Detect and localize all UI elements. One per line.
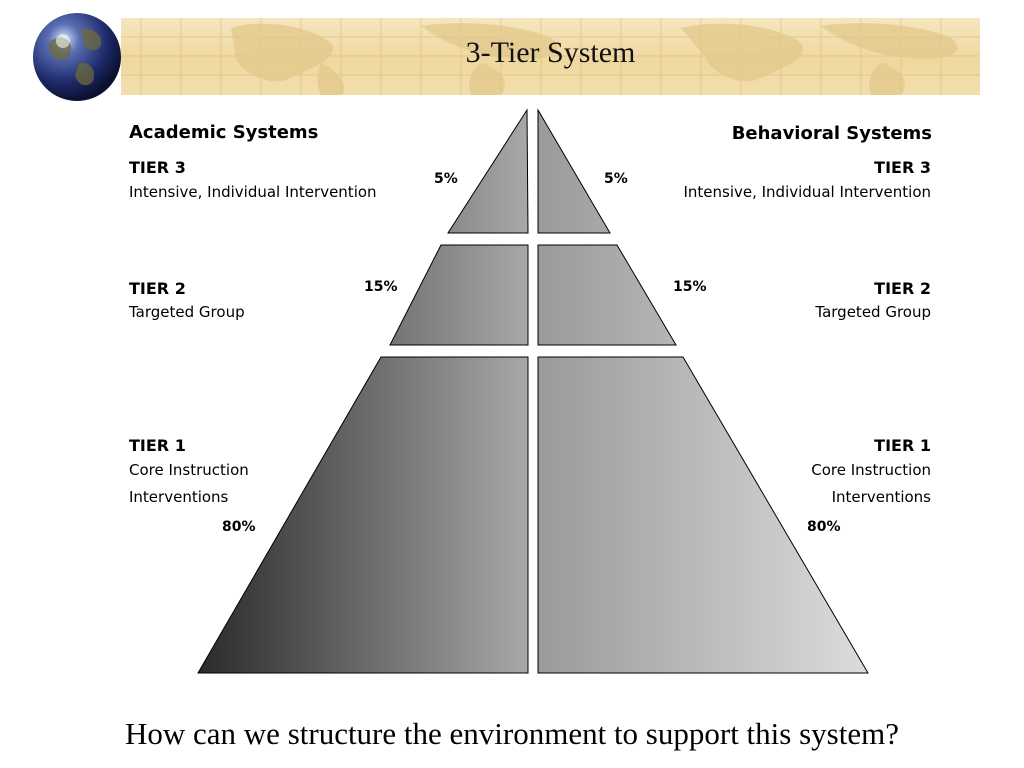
academic-tier1-pct: 80%: [222, 519, 256, 535]
academic-tier3-label: TIER 3: [129, 158, 186, 177]
academic-tier3-segment: [447, 108, 529, 234]
slide-question: How can we structure the environment to …: [125, 716, 899, 751]
behavioral-tier3-segment: [537, 108, 611, 234]
behavioral-tier1-desc1: Core Instruction: [811, 461, 931, 479]
tier-divider-upper: [440, 234, 620, 244]
academic-tier1-desc2: Interventions: [129, 488, 229, 506]
behavioral-tier2-desc: Targeted Group: [815, 303, 931, 321]
academic-tier3-pct: 5%: [434, 171, 458, 187]
academic-tier1-label: TIER 1: [129, 436, 186, 455]
academic-tier2-label: TIER 2: [129, 279, 186, 298]
academic-heading: Academic Systems: [129, 122, 319, 143]
slide-title: 3-Tier System: [465, 36, 636, 69]
world-map-background: [121, 18, 980, 95]
behavioral-heading: Behavioral Systems: [731, 123, 932, 144]
academic-tier2-desc: Targeted Group: [129, 303, 245, 321]
academic-tier1-desc1: Core Instruction: [129, 461, 249, 479]
header-banner: 3-Tier System: [121, 18, 980, 95]
academic-tier1-segment: [197, 356, 529, 674]
behavioral-tier1-pct: 80%: [807, 519, 841, 535]
behavioral-tier1-segment: [537, 356, 869, 674]
behavioral-tier1-label: TIER 1: [874, 436, 931, 455]
behavioral-tier2-label: TIER 2: [874, 279, 931, 298]
academic-tier2-pct: 15%: [364, 279, 398, 295]
behavioral-tier3-pct: 5%: [604, 171, 628, 187]
behavioral-tier2-segment: [537, 244, 677, 346]
behavioral-tier3-desc: Intensive, Individual Intervention: [683, 183, 931, 201]
tier-divider-lower: [375, 346, 691, 356]
academic-tier2-segment: [389, 244, 529, 346]
behavioral-tier2-pct: 15%: [673, 279, 707, 295]
behavioral-tier1-desc2: Interventions: [831, 488, 931, 506]
globe-icon: [33, 13, 121, 101]
academic-tier3-desc: Intensive, Individual Intervention: [129, 183, 377, 201]
behavioral-tier3-label: TIER 3: [874, 158, 931, 177]
